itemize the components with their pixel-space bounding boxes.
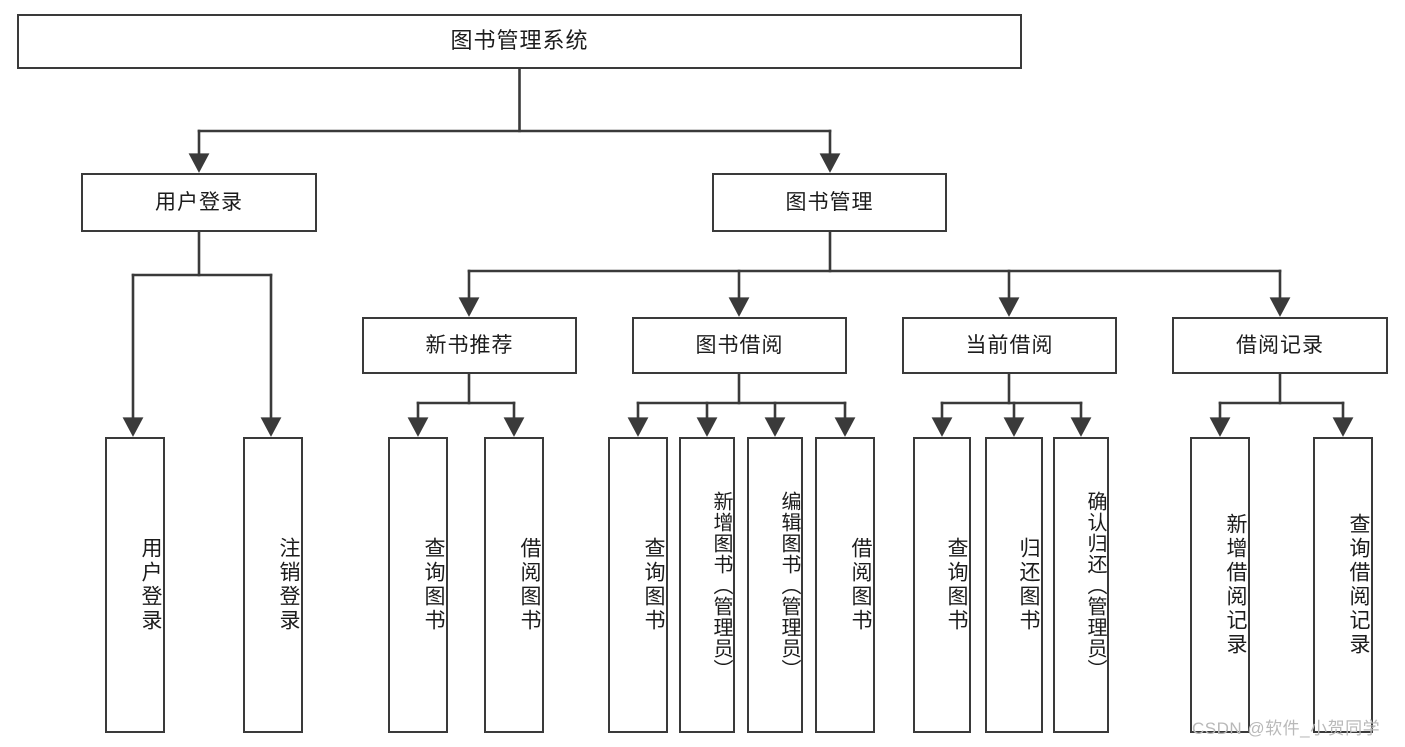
leaf-return-book[interactable]: 归还图书 [985,437,1043,733]
csdn-watermark: CSDN @软件_小贺同学 [1192,719,1381,738]
node-label: 查询借阅记录 [1347,513,1370,657]
node-label: 当前借阅 [965,333,1054,357]
leaf-query-book-current[interactable]: 查询图书 [913,437,971,733]
leaf-confirm-return[interactable]: 确认归还（管理员） [1053,437,1109,733]
node-book-borrow[interactable]: 图书借阅 [632,317,847,374]
node-root-system[interactable]: 图书管理系统 [17,14,1022,69]
node-label: 用户登录 [155,190,243,214]
node-label: 新增图书（管理员） [710,490,732,680]
node-borrow-record[interactable]: 借阅记录 [1172,317,1388,374]
node-new-book-recommend[interactable]: 新书推荐 [362,317,577,374]
node-label: 查询图书 [642,537,665,633]
node-label: 新增借阅记录 [1224,513,1247,657]
node-label: 查询图书 [945,537,968,633]
leaf-add-book[interactable]: 新增图书（管理员） [679,437,735,733]
node-label: 图书借阅 [695,333,784,357]
leaf-user-login[interactable]: 用户登录 [105,437,165,733]
node-label: 图书管理 [785,190,874,214]
node-label: 借阅记录 [1236,333,1324,357]
node-label: 归还图书 [1017,537,1040,633]
leaf-query-book-borrow[interactable]: 查询图书 [608,437,668,733]
node-label: 查询图书 [422,537,445,633]
leaf-query-book-recommend[interactable]: 查询图书 [388,437,448,733]
node-label: 确认归还（管理员） [1084,490,1106,680]
leaf-query-borrow-record[interactable]: 查询借阅记录 [1313,437,1373,733]
node-label: 借阅图书 [518,537,541,633]
node-label: 图书管理系统 [450,28,589,54]
node-label: 新书推荐 [425,333,514,357]
node-label: 用户登录 [139,537,162,633]
node-book-manage[interactable]: 图书管理 [712,173,947,232]
node-label: 编辑图书（管理员） [778,490,800,680]
leaf-add-borrow-record[interactable]: 新增借阅记录 [1190,437,1250,733]
leaf-borrow-book-recommend[interactable]: 借阅图书 [484,437,544,733]
leaf-logout[interactable]: 注销登录 [243,437,303,733]
node-label: 注销登录 [277,537,300,633]
node-label: 借阅图书 [849,537,872,633]
leaf-edit-book[interactable]: 编辑图书（管理员） [747,437,803,733]
node-current-borrow[interactable]: 当前借阅 [902,317,1117,374]
node-user-login[interactable]: 用户登录 [81,173,317,232]
leaf-borrow-book[interactable]: 借阅图书 [815,437,875,733]
